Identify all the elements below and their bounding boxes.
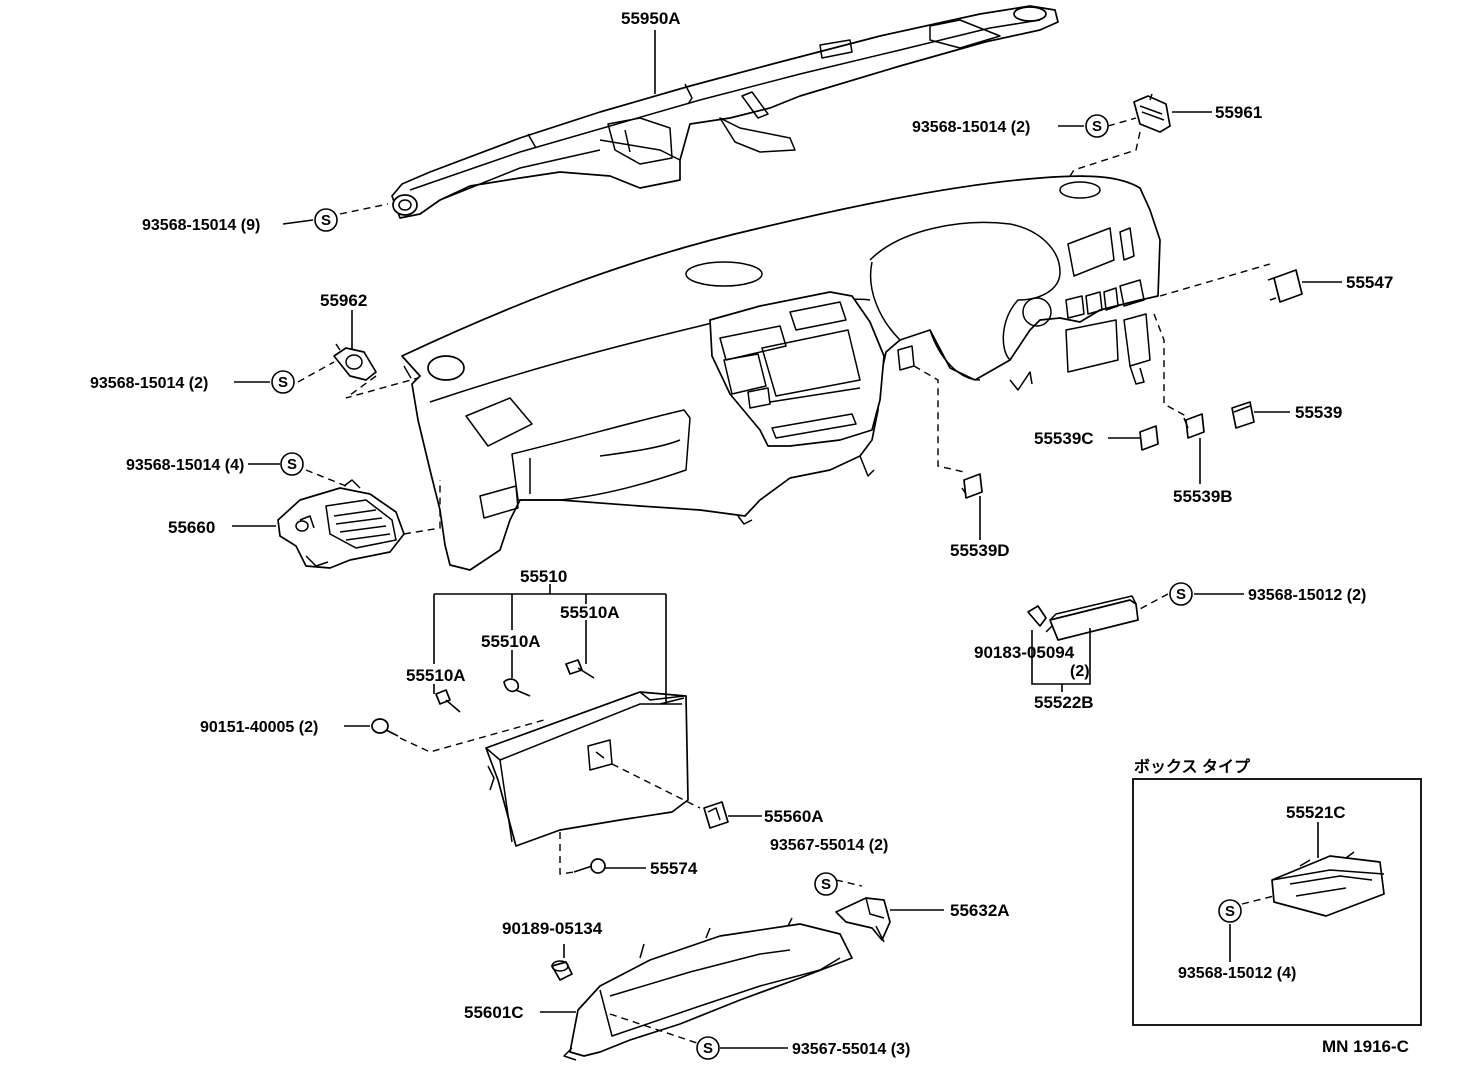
leader-lines xyxy=(232,30,1342,1049)
glove-box-55510 xyxy=(485,691,689,847)
label-90189-05134: 90189-05134 xyxy=(502,919,603,938)
screw-symbol-icon: S xyxy=(1085,114,1109,138)
screw-symbol-icon: S xyxy=(271,370,295,394)
bolt-55574 xyxy=(573,858,606,874)
label-93568-15014-2b: 93568-15014 (2) xyxy=(90,375,208,392)
screw-symbol-icon: S xyxy=(280,452,304,476)
label-55521c: 55521C xyxy=(1286,803,1346,822)
label-55547: 55547 xyxy=(1346,273,1393,292)
svg-text:S: S xyxy=(278,374,288,391)
diagram-code: MN 1916-C xyxy=(1322,1037,1409,1056)
label-93568-15012-2: 93568-15012 (2) xyxy=(1248,587,1366,604)
label-93567-55014-2: 93567-55014 (2) xyxy=(770,837,888,854)
box-type-frame xyxy=(1132,778,1422,1026)
pocket-55522b xyxy=(1027,595,1139,641)
label-55539c: 55539C xyxy=(1034,429,1094,448)
label-55539d: 55539D xyxy=(950,541,1010,560)
screw-symbols: S S S S S S S S xyxy=(271,114,1242,1060)
svg-text:S: S xyxy=(1225,903,1235,920)
svg-text:S: S xyxy=(321,212,331,229)
screw-symbol-icon: S xyxy=(314,208,338,232)
box-55521c xyxy=(1271,851,1385,917)
label-55601c: 55601C xyxy=(464,1003,524,1022)
label-55632a: 55632A xyxy=(950,901,1010,920)
label-93567-55014-3: 93567-55014 (3) xyxy=(792,1041,910,1058)
clip-55539d xyxy=(961,473,983,499)
bracket-55962 xyxy=(333,343,377,381)
label-93568-15014-4: 93568-15014 (4) xyxy=(126,457,244,474)
label-box-type: ボックス タイプ xyxy=(1134,757,1251,776)
latch-55560a xyxy=(703,801,729,829)
clip-55539b xyxy=(1183,413,1205,439)
svg-text:S: S xyxy=(287,456,297,473)
svg-text:S: S xyxy=(1092,118,1102,135)
screw-symbol-icon: S xyxy=(1218,899,1242,923)
label-55510: 55510 xyxy=(520,567,567,586)
lower-panel-55601c xyxy=(563,917,853,1061)
label-93568-15014-2a: 93568-15014 (2) xyxy=(912,119,1030,136)
screw-symbol-icon: S xyxy=(696,1036,720,1060)
clip-55539c xyxy=(1139,425,1159,451)
defroster-duct-55950a xyxy=(391,5,1059,219)
bracket-55961 xyxy=(1133,93,1171,133)
connectors xyxy=(297,117,1275,1045)
label-55522b: 55522B xyxy=(1034,693,1094,712)
label-55539b: 55539B xyxy=(1173,487,1233,506)
bracket-55632a xyxy=(835,897,891,943)
label-55510a-3: 55510A xyxy=(406,666,466,685)
label-55950a: 55950A xyxy=(621,9,681,28)
svg-text:S: S xyxy=(821,876,831,893)
label-55574: 55574 xyxy=(650,859,698,878)
screw-90151-40005 xyxy=(371,718,399,737)
label-93568-15014-9: 93568-15014 (9) xyxy=(142,217,260,234)
instrument-panel xyxy=(401,175,1161,571)
svg-text:S: S xyxy=(703,1040,713,1057)
clip-55547 xyxy=(1267,269,1303,303)
side-vent-55660 xyxy=(277,479,405,569)
svg-text:S: S xyxy=(1176,586,1186,603)
clip-55539 xyxy=(1231,401,1255,429)
screw-symbol-icon: S xyxy=(1169,582,1193,606)
label-55961: 55961 xyxy=(1215,103,1262,122)
label-93568-15012-4: 93568-15012 (4) xyxy=(1178,965,1296,982)
screw-symbol-icon: S xyxy=(814,872,838,896)
label-90183-05094: 90183-05094 xyxy=(974,643,1075,662)
label-55962: 55962 xyxy=(320,291,367,310)
screws-55510a xyxy=(435,659,595,713)
label-55539: 55539 xyxy=(1295,403,1342,422)
label-55510a-2: 55510A xyxy=(481,632,541,651)
clip-90189-05134 xyxy=(551,960,573,981)
label-55660: 55660 xyxy=(168,518,215,537)
label-90151-40005: 90151-40005 (2) xyxy=(200,719,318,736)
label-55510a-1: 55510A xyxy=(560,603,620,622)
label-55560a: 55560A xyxy=(764,807,824,826)
part-labels: 55950A 55961 93568-15014 (2) 93568-15014… xyxy=(90,9,1409,1058)
label-90183-qty: (2) xyxy=(1070,663,1090,680)
